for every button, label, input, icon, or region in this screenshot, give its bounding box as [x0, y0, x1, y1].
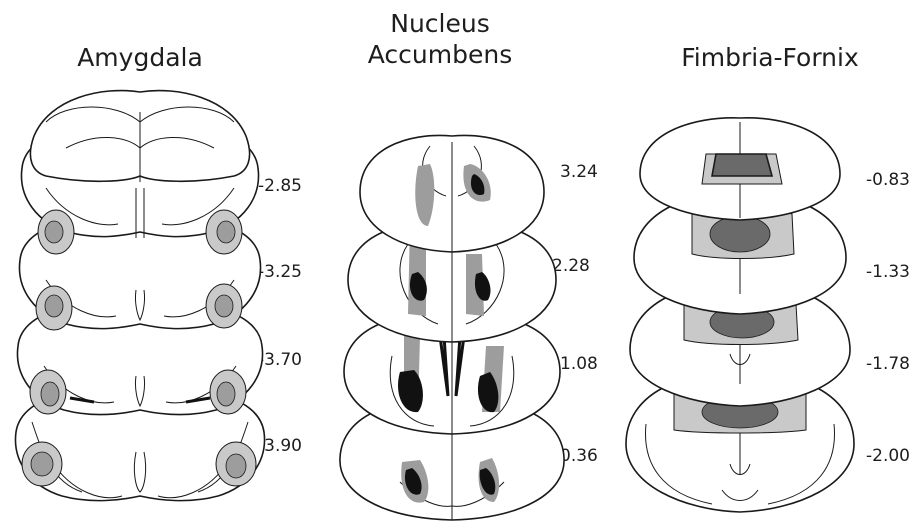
fimbria-fornix-sections	[626, 118, 854, 512]
amygdala-sections	[15, 91, 264, 501]
nucleus-accumbens-sections	[340, 135, 564, 520]
